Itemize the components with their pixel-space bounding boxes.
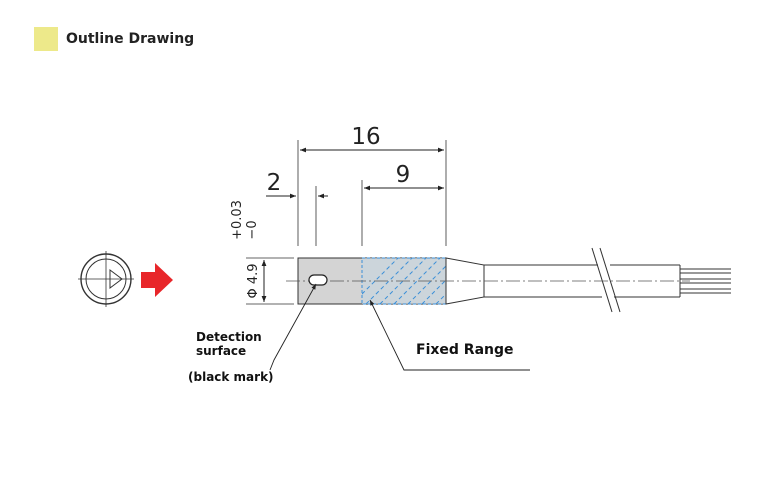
cable-wires (680, 268, 731, 294)
detection-note: (black mark) (188, 370, 274, 384)
tolerance-upper: +0.03 (230, 200, 245, 240)
extension-lines (246, 140, 447, 305)
diameter-label: Φ 4.9 (246, 263, 261, 298)
fixed-range-leader (369, 299, 530, 371)
end-view-icon (78, 251, 134, 307)
section-header: Outline Drawing (34, 27, 194, 51)
detection-label-line1: Detection (196, 330, 262, 344)
fixed-range-label: Fixed Range (416, 342, 514, 358)
dimension-9-label: 9 (396, 162, 411, 188)
header-swatch (34, 27, 58, 51)
section-title: Outline Drawing (66, 31, 195, 47)
detection-mark (308, 274, 328, 286)
dimension-16-label: 16 (351, 124, 380, 150)
tolerance-lower: −0 (245, 220, 260, 239)
detection-leader (269, 283, 317, 371)
dimension-2-label: 2 (267, 170, 282, 196)
direction-arrow-icon (141, 263, 173, 297)
detection-label-line2: surface (196, 344, 246, 358)
cable (484, 247, 681, 313)
